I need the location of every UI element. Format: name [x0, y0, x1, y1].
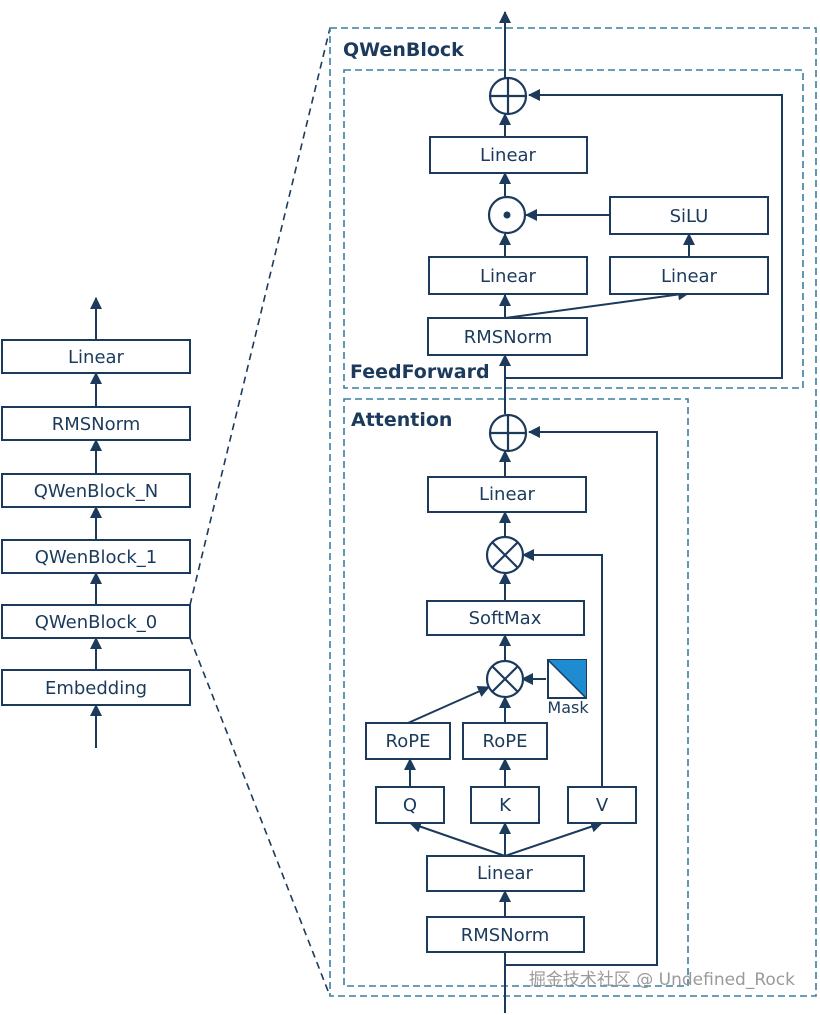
left-rmsnorm-label: RMSNorm	[52, 414, 141, 435]
ff-box-linear-top: Linear	[429, 136, 588, 174]
attn-add-node	[488, 413, 528, 453]
attn-softmax-label: SoftMax	[469, 608, 542, 629]
left-box-rmsnorm: RMSNorm	[1, 406, 191, 441]
attn-q-label: Q	[403, 795, 417, 816]
ff-box-linear-left: Linear	[428, 256, 588, 295]
left-box-qwenblock-n: QWenBlock_N	[1, 473, 191, 508]
left-linear-label: Linear	[68, 347, 125, 368]
attn-box-rope-k: RoPE	[462, 722, 548, 760]
attn-k-label: K	[499, 795, 512, 816]
zoom-line-bottom	[189, 637, 331, 997]
attn-box-q: Q	[375, 786, 445, 824]
attn-linear-to-q	[409, 820, 506, 857]
attn-box-softmax: SoftMax	[426, 600, 585, 636]
zoom-line-top	[189, 27, 331, 606]
left-box-qwenblock-1: QWenBlock_1	[1, 539, 191, 574]
attention-connectors	[404, 426, 658, 1013]
left-qwenblock-1-label: QWenBlock_1	[35, 547, 158, 568]
attn-residual-line	[505, 426, 658, 966]
attn-box-rope-q: RoPE	[365, 722, 451, 760]
ff-box-linear-right: Linear	[609, 256, 769, 295]
ff-rmsnorm-label: RMSNorm	[464, 327, 553, 348]
qwenblock-title: QWenBlock	[343, 39, 464, 61]
attn-rope-k-label: RoPE	[483, 731, 528, 752]
left-embedding-label: Embedding	[45, 678, 147, 699]
ff-residual-line	[505, 89, 783, 379]
feedforward-title: FeedForward	[350, 361, 490, 383]
attn-linear-to-v	[504, 820, 603, 857]
ff-box-silu: SiLU	[609, 196, 769, 235]
left-box-embedding: Embedding	[1, 669, 191, 706]
attn-mask-icon: Mask	[547, 659, 589, 717]
ff-box-rmsnorm: RMSNorm	[427, 317, 588, 356]
attn-box-linear-in: Linear	[426, 855, 585, 892]
left-box-qwenblock-0: QWenBlock_0	[1, 604, 191, 639]
attn-box-linear-out: Linear	[427, 476, 587, 513]
attn-mask-label: Mask	[547, 698, 589, 717]
ff-silu-label: SiLU	[670, 206, 709, 227]
attn-v-label: V	[596, 795, 609, 816]
attn-box-v: V	[567, 786, 637, 824]
feedforward-container	[343, 69, 804, 389]
attn-v-to-mul	[522, 549, 603, 787]
attn-box-k: K	[470, 786, 540, 824]
attn-mul-node-scores	[485, 659, 525, 699]
attn-rope-q-to-mul	[407, 685, 490, 724]
left-qwenblock-n-label: QWenBlock_N	[34, 481, 159, 502]
feedforward-connectors	[499, 11, 783, 414]
ff-linear-left-label: Linear	[480, 266, 537, 287]
left-qwenblock-0-label: QWenBlock_0	[35, 612, 158, 633]
watermark-text: 掘金技术社区 @ Undefined_Rock	[529, 970, 795, 990]
ff-rms-to-linear-right	[504, 288, 690, 319]
attn-linear-out-label: Linear	[479, 484, 536, 505]
ff-add-node	[488, 76, 528, 116]
attention-container	[343, 398, 689, 987]
attn-mul-node-top	[485, 535, 525, 575]
attn-box-rmsnorm: RMSNorm	[426, 916, 585, 953]
attention-title: Attention	[351, 409, 452, 431]
attn-rmsnorm-label: RMSNorm	[461, 925, 550, 946]
attn-linear-in-label: Linear	[477, 863, 534, 884]
attn-rope-q-label: RoPE	[386, 731, 431, 752]
left-box-linear: Linear	[1, 339, 191, 374]
ff-linear-right-label: Linear	[661, 266, 718, 287]
ff-mul-node	[487, 195, 527, 235]
qwenblock-container	[329, 27, 817, 997]
ff-linear-top-label: Linear	[480, 145, 537, 166]
